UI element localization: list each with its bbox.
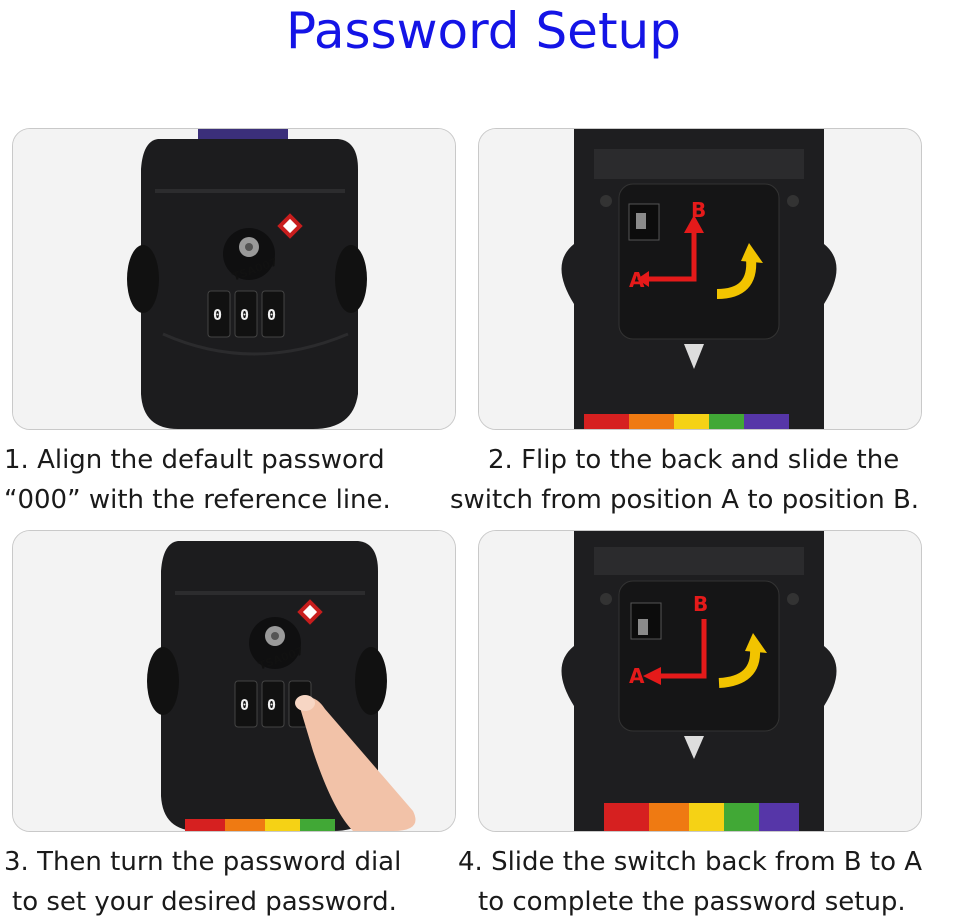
step-1-caption: 1. Align the default password “000” with…	[4, 445, 391, 515]
rainbow-strap-bottom	[584, 414, 789, 429]
svg-text:A: A	[629, 664, 645, 688]
svg-text:A: A	[629, 268, 645, 292]
step-4-caption: 4. Slide the switch back from B to A to …	[458, 847, 923, 917]
rainbow-strap-bottom	[604, 803, 799, 831]
rotate-arrow-icon	[718, 633, 767, 688]
step-2-image: A B	[478, 128, 922, 430]
combination-dials: 0 0 0	[207, 290, 285, 338]
svg-text:0: 0	[240, 696, 249, 714]
rotate-arrow-icon	[716, 243, 763, 299]
step-2-caption: 2. Flip to the back and slide the switch…	[450, 445, 920, 515]
step-3-image: TSA007 0 0	[12, 530, 456, 832]
step-1-image: TSA007 0 0 0	[12, 128, 456, 430]
tsa-diamond-icon	[297, 599, 323, 625]
finger-icon	[295, 695, 416, 831]
svg-text:0: 0	[267, 306, 276, 324]
step-4-image: A B	[478, 530, 922, 832]
tsa-diamond-icon	[277, 213, 303, 239]
step-3-caption: 3. Then turn the password dial to set yo…	[4, 847, 402, 917]
lock-body	[141, 139, 358, 429]
svg-text:B: B	[693, 592, 708, 616]
red-arrow-b-to-a	[643, 619, 707, 685]
red-arrow-a-to-b	[637, 215, 704, 287]
page-title: Password Setup	[286, 2, 681, 60]
svg-text:0: 0	[267, 696, 276, 714]
rainbow-strap-bottom	[185, 819, 335, 831]
svg-text:0: 0	[240, 306, 249, 324]
svg-text:B: B	[691, 198, 706, 222]
svg-text:0: 0	[213, 306, 222, 324]
